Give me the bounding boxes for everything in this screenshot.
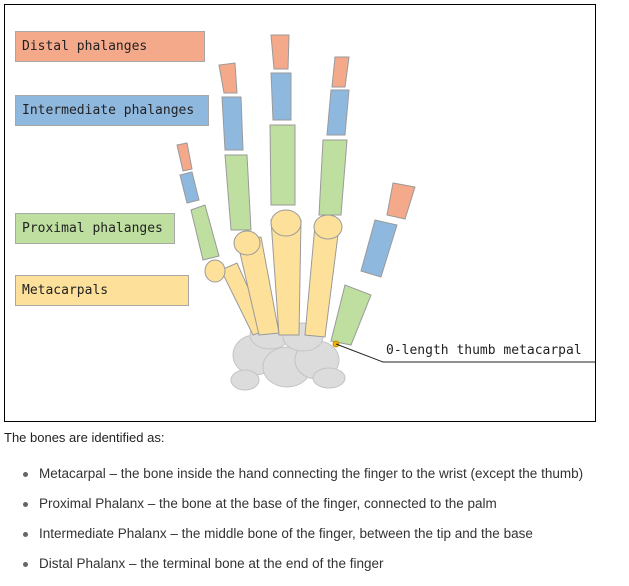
legend-metacarpals: Metacarpals [15, 275, 189, 306]
hand-bones-figure: Distal phalanges Intermediate phalanges … [4, 4, 596, 422]
thumb [330, 182, 416, 346]
bullet-icon [23, 562, 28, 567]
list-item: Metacarpal – the bone inside the hand co… [23, 466, 583, 496]
bullet-icon [23, 532, 28, 537]
bullet-icon [23, 502, 28, 507]
list-item-text: Distal Phalanx – the terminal bone at th… [39, 556, 384, 571]
list-item: Intermediate Phalanx – the middle bone o… [23, 526, 583, 556]
thumb-metacarpal-label: 0-length thumb metacarpal [386, 343, 582, 358]
legend-distal-phalanges: Distal phalanges [15, 31, 205, 62]
intro-text: The bones are identified as: [4, 430, 165, 445]
list-item-text: Metacarpal – the bone inside the hand co… [39, 466, 584, 481]
middle-finger [269, 34, 302, 336]
bullet-icon [23, 472, 28, 477]
legend-intermediate-phalanges: Intermediate phalanges [15, 95, 209, 126]
hand-illustration [176, 34, 595, 391]
thumb-leader-line [335, 343, 595, 363]
list-item: Distal Phalanx – the terminal bone at th… [23, 556, 583, 586]
list-item: Proximal Phalanx – the bone at the base … [23, 496, 583, 526]
ring-finger [218, 62, 280, 336]
list-item-text: Intermediate Phalanx – the middle bone o… [39, 526, 533, 541]
legend-proximal-phalanges: Proximal phalanges [15, 213, 175, 244]
bone-list: Metacarpal – the bone inside the hand co… [23, 466, 583, 586]
list-item-text: Proximal Phalanx – the bone at the base … [39, 496, 497, 511]
index-finger [304, 56, 350, 338]
